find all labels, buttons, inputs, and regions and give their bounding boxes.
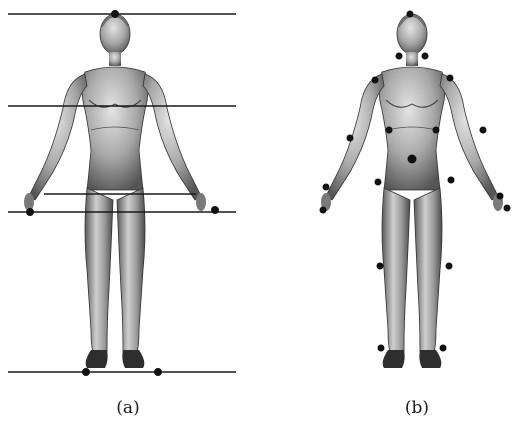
marker-right-wrist [211, 206, 219, 214]
marker-neck-right [422, 53, 429, 60]
marker-navel [408, 155, 417, 164]
caption-a: (a) [116, 398, 139, 418]
marker-chest-left [386, 127, 393, 134]
marker-wrist-left [323, 184, 330, 191]
marker-hand-left [320, 207, 327, 214]
caption-b: (b) [405, 398, 429, 418]
marker-hip-right [448, 177, 455, 184]
marker-neck-left [396, 53, 403, 60]
figure-b [321, 14, 503, 368]
panel-a: (a) [8, 10, 236, 418]
marker-left-foot [82, 368, 90, 376]
marker-ankle-left [378, 345, 385, 352]
marker-elbow-right [480, 127, 487, 134]
marker-shoulder-left [372, 77, 379, 84]
marker-hip-left [375, 179, 382, 186]
marker-right-foot [154, 368, 162, 376]
marker-wrist-right [497, 193, 504, 200]
marker-knee-left [377, 263, 384, 270]
figure-a [24, 14, 206, 368]
marker-ankle-right [440, 345, 447, 352]
marker-knee-right [446, 263, 453, 270]
marker-head-top [111, 10, 119, 18]
marker-shoulder-right [447, 75, 454, 82]
marker-head [407, 11, 414, 18]
marker-hand-right [504, 205, 511, 212]
marker-elbow-left [347, 135, 354, 142]
panel-b: (b) [320, 11, 511, 419]
marker-left-wrist [26, 208, 34, 216]
marker-chest-right [433, 127, 440, 134]
